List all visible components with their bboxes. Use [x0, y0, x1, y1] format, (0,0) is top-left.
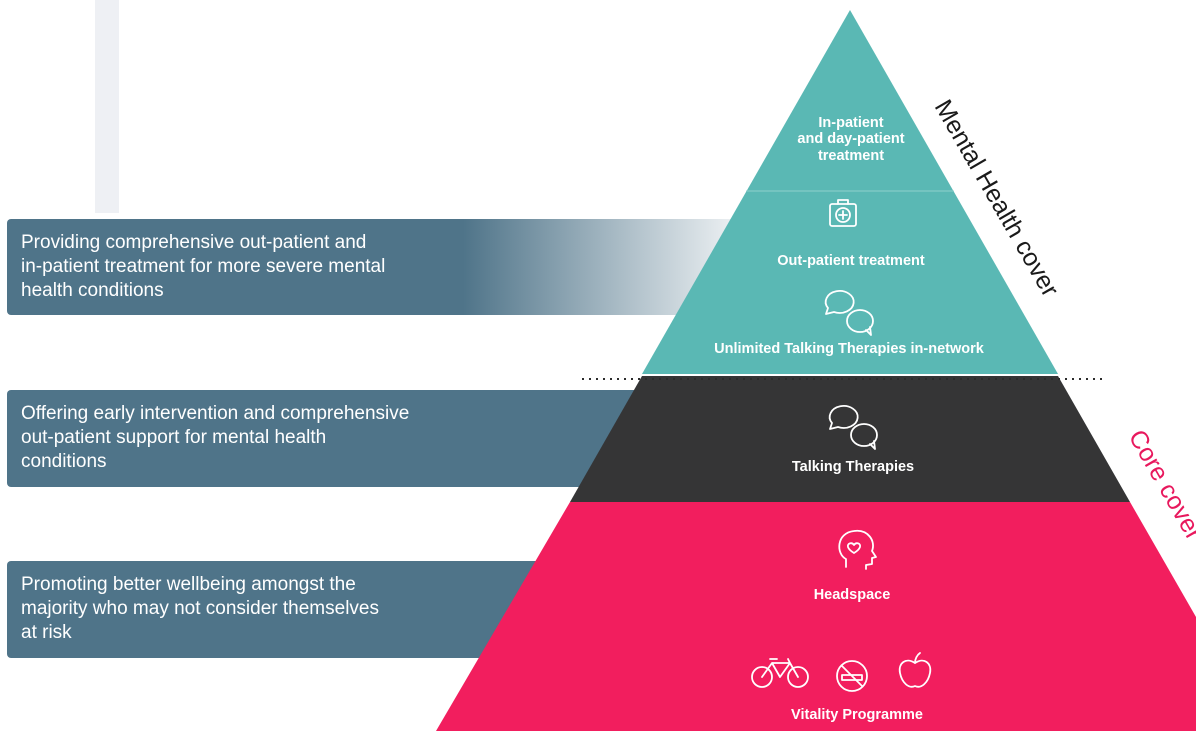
callout-line: at risk: [21, 622, 72, 643]
no-smoking-icon: [836, 660, 868, 692]
background-accent-bar: [95, 0, 119, 213]
callout-line: Providing comprehensive out-patient and: [21, 232, 367, 253]
callout-mental-health: Providing comprehensive out-patient and …: [7, 219, 767, 315]
callout-line: conditions: [21, 451, 107, 472]
label-inpatient-line: treatment: [818, 148, 884, 164]
callout-line: in-patient treatment for more severe men…: [21, 256, 386, 277]
callout-line: majority who may not consider themselves: [21, 598, 379, 619]
label-talking-therapies: Talking Therapies: [792, 459, 914, 475]
callout-line: Offering early intervention and comprehe…: [21, 403, 410, 424]
label-unlimited-talking: Unlimited Talking Therapies in-network: [714, 341, 985, 357]
first-aid-kit-icon: [829, 199, 857, 227]
label-vitality: Vitality Programme: [791, 707, 923, 723]
label-outpatient: Out-patient treatment: [777, 253, 925, 269]
callout-line: Promoting better wellbeing amongst the: [21, 574, 356, 595]
head-heart-icon: [838, 529, 877, 570]
pyramid-tier-mental-health: [642, 10, 1058, 374]
speech-bubbles-icon: [828, 405, 878, 450]
pyramid-tier-wellbeing: [436, 502, 1196, 731]
callout-line: out-patient support for mental health: [21, 427, 327, 448]
label-headspace: Headspace: [814, 587, 891, 603]
speech-bubbles-icon: [824, 290, 874, 336]
callout-line: health conditions: [21, 280, 164, 301]
label-inpatient-line: and day-patient: [797, 131, 904, 147]
apple-icon: [898, 652, 932, 688]
callout-core-talking: Offering early intervention and comprehe…: [7, 390, 687, 487]
pyramid-tier-talking-therapies: [570, 376, 1130, 502]
bicycle-icon: [751, 658, 809, 688]
label-inpatient-line: In-patient: [818, 115, 883, 131]
